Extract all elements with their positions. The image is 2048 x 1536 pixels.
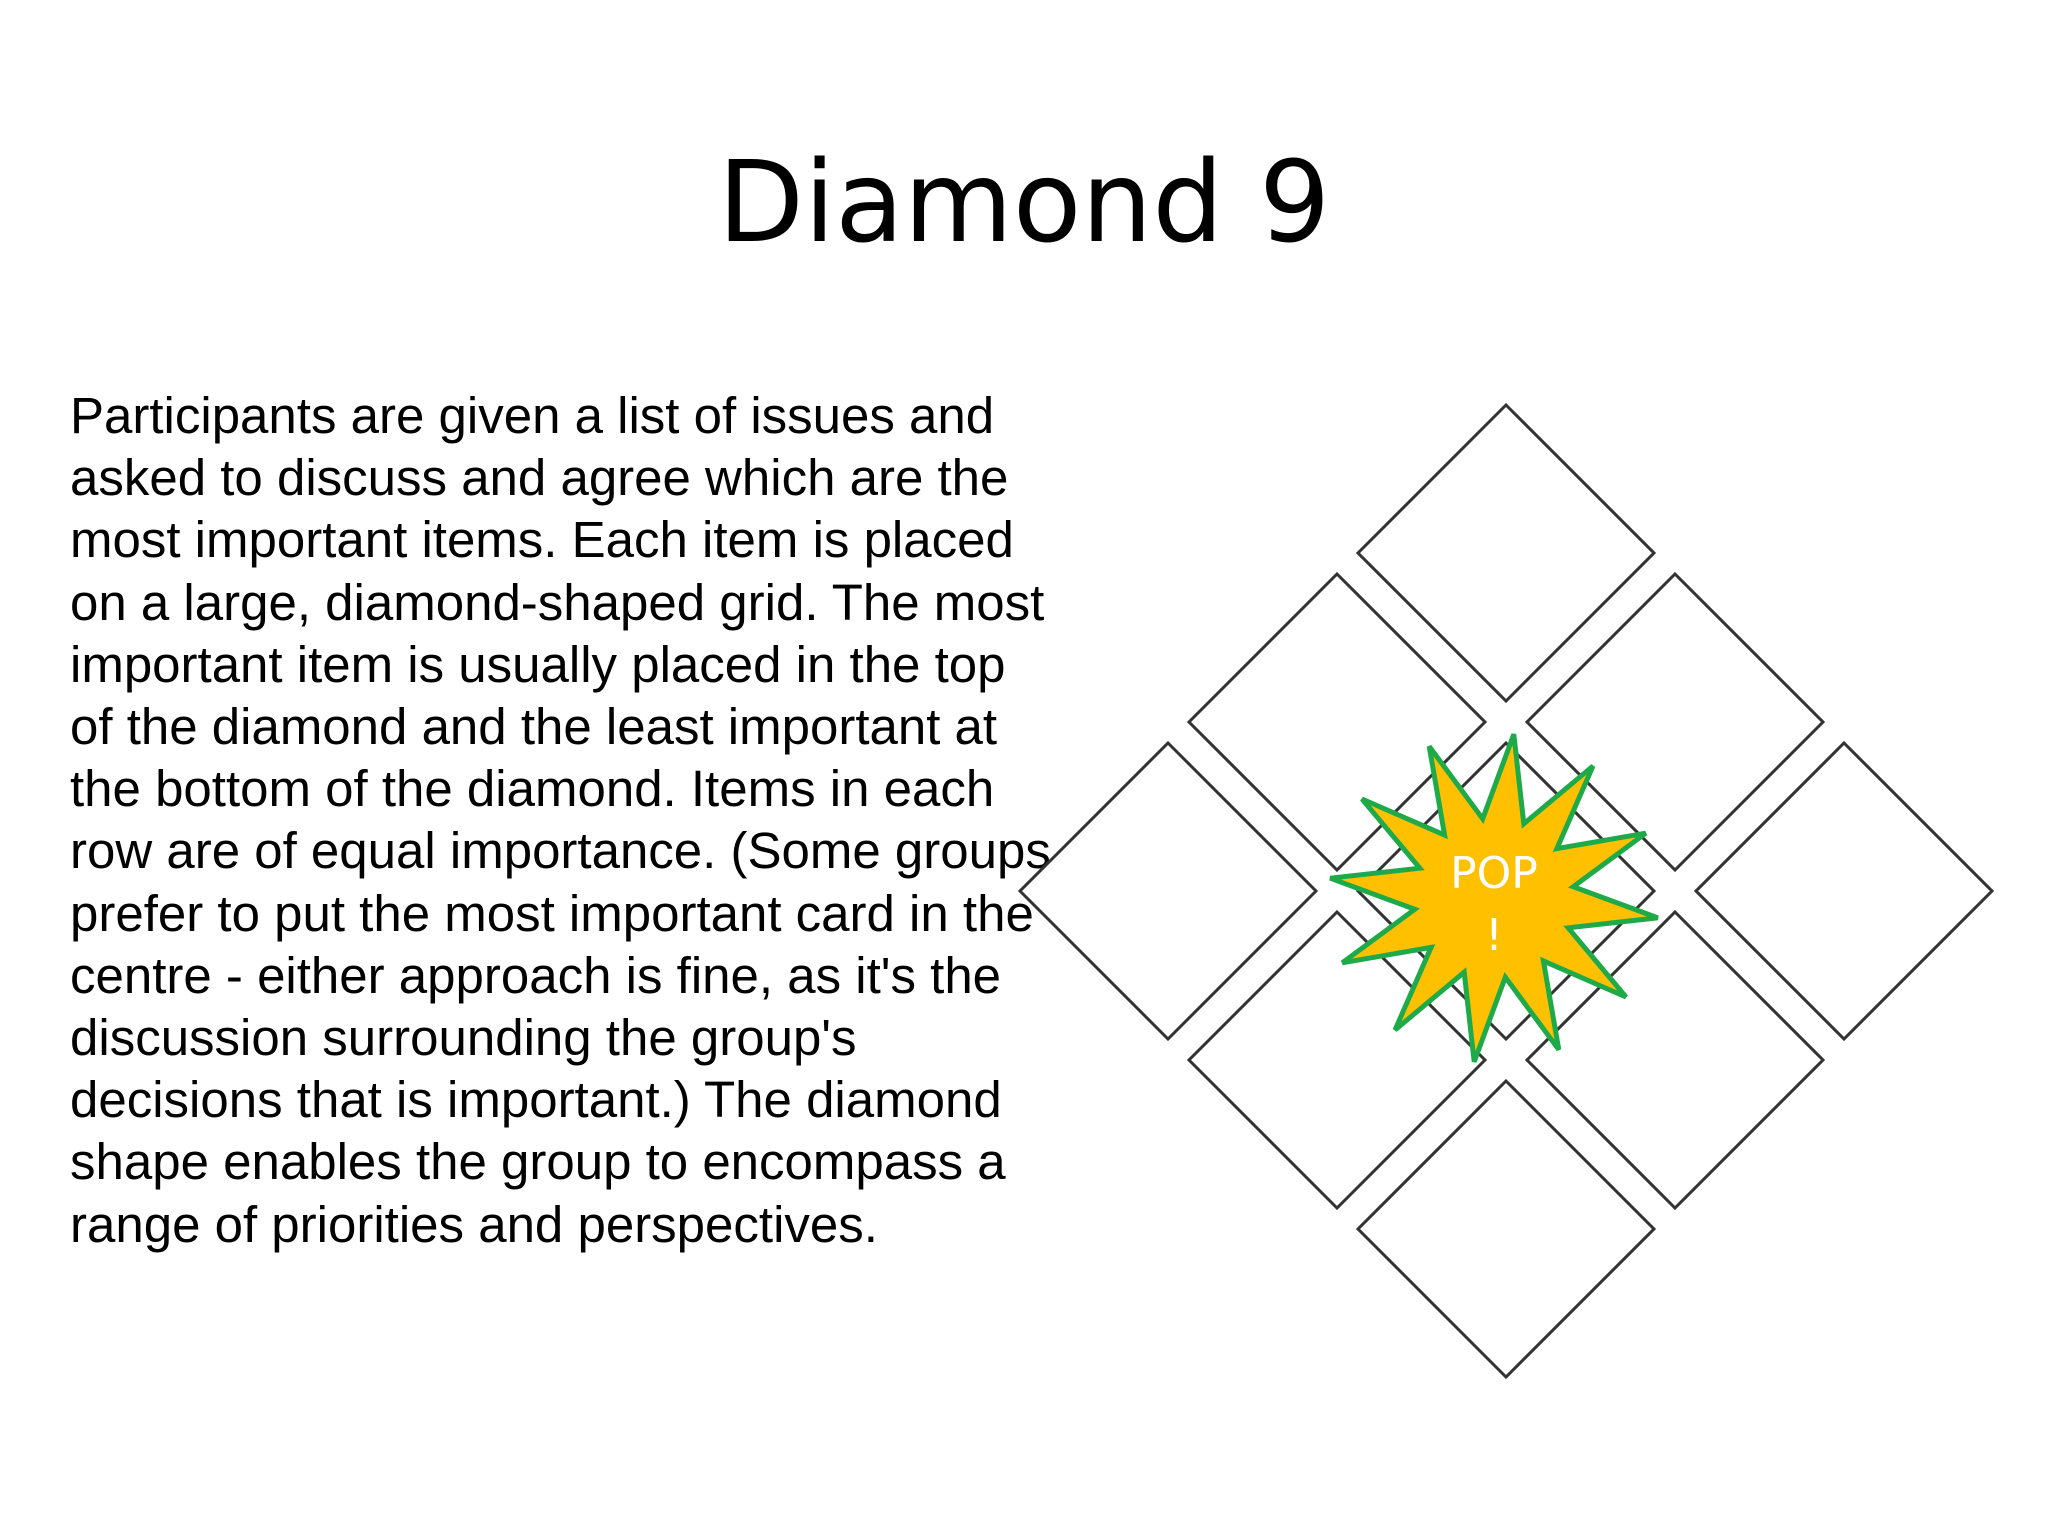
- body-paragraph: Participants are given a list of issues …: [70, 385, 1080, 1256]
- body-line: the bottom of the diamond. Items in each: [70, 760, 995, 818]
- body-line: important item is usually placed in the …: [70, 635, 1006, 693]
- pop-label-line1: POP: [1450, 848, 1538, 899]
- diamond-card: [1355, 1078, 1657, 1380]
- body-line: most important items. Each item is place…: [70, 511, 1014, 569]
- diamond-card: [1186, 909, 1488, 1211]
- body-line: of the diamond and the least important a…: [70, 698, 998, 756]
- body-line: on a large, diamond-shaped grid. The mos…: [70, 573, 1045, 631]
- pop-label-line2: !: [1485, 910, 1503, 961]
- diamond-card: [1524, 571, 1826, 873]
- slide-title: Diamond 9: [717, 138, 1331, 268]
- body-line: centre - either approach is fine, as it'…: [70, 946, 1002, 1004]
- body-line: prefer to put the most important card in…: [70, 884, 1034, 942]
- body-line: range of priorities and perspectives.: [70, 1195, 878, 1253]
- body-line: discussion surrounding the group's: [70, 1009, 857, 1067]
- body-line: shape enables the group to encompass a: [70, 1133, 1006, 1191]
- diamond-card: [1355, 402, 1657, 704]
- diamond-card: [1186, 571, 1488, 873]
- body-line: Participants are given a list of issues …: [70, 387, 995, 444]
- body-line: row are of equal importance. (Some group…: [70, 822, 1051, 880]
- starburst-shape: [1329, 733, 1659, 1063]
- pop-burst: POP !: [1329, 733, 1659, 1063]
- body-line: decisions that is important.) The diamon…: [70, 1071, 1002, 1129]
- body-line: asked to discuss and agree which are the: [70, 449, 1009, 507]
- diamond-card: [1693, 740, 1995, 1042]
- diamond-card: [1017, 740, 1319, 1042]
